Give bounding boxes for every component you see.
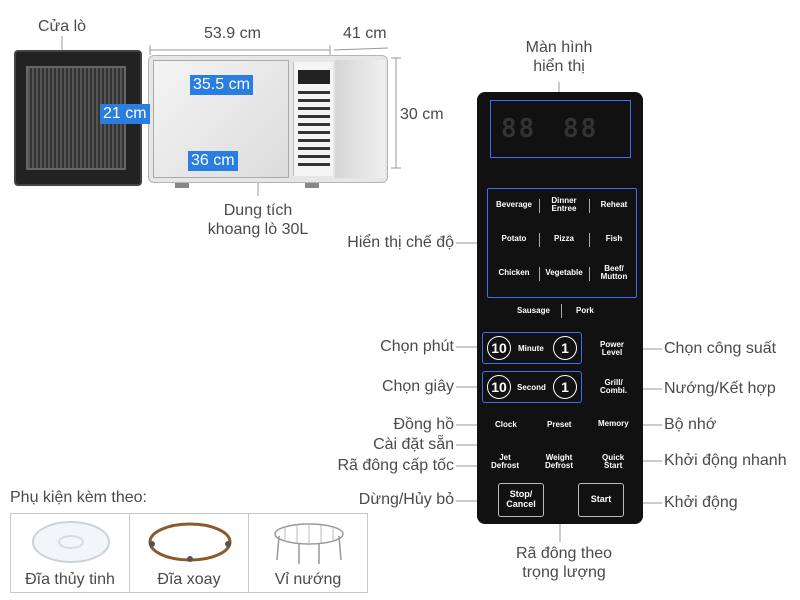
- pork-button[interactable]: Pork: [576, 306, 594, 315]
- jet-defrost-button[interactable]: Jet Defrost: [491, 453, 520, 471]
- memory-label: Bộ nhớ: [664, 416, 717, 433]
- height-dimension: 30 cm: [400, 106, 444, 123]
- select-second-label: Chọn giây: [381, 378, 454, 395]
- divider: [539, 267, 540, 281]
- preset-label: Cài đặt sẵn: [373, 436, 454, 453]
- divider: [589, 199, 590, 213]
- menu-item-fish[interactable]: Fish: [605, 234, 623, 243]
- width-dimension: 53.9 cm: [204, 25, 261, 42]
- glass-plate-label: Đĩa thủy tinh: [25, 571, 115, 588]
- select-minute-label: Chọn phút: [380, 338, 454, 355]
- display-digits-right: 88: [563, 114, 599, 144]
- divider: [539, 233, 540, 247]
- start-label: Khởi động: [664, 494, 738, 511]
- microwave-body: [148, 55, 388, 183]
- stop-cancel-button[interactable]: Stop/ Cancel: [498, 483, 544, 517]
- second-10-button[interactable]: 10: [487, 375, 511, 399]
- divider: [539, 199, 540, 213]
- minute-label: Minute: [518, 344, 544, 353]
- sausage-button[interactable]: Sausage: [517, 306, 550, 315]
- divider: [561, 304, 562, 318]
- led-display: 88 88: [490, 100, 631, 158]
- inner-height-tag: 21 cm: [100, 104, 150, 124]
- menu-item-reheat[interactable]: Reheat: [600, 200, 628, 209]
- menu-item-dinner-entree[interactable]: Dinner Entree: [551, 196, 577, 214]
- foot: [305, 183, 319, 188]
- mode-display-label: Hiển thị chế độ: [347, 234, 454, 251]
- display-label: Màn hình hiển thị: [500, 38, 618, 76]
- second-label: Second: [517, 383, 546, 392]
- menu-item-potato[interactable]: Potato: [501, 234, 527, 243]
- clock-button[interactable]: Clock: [495, 420, 517, 429]
- minute-selector: 10 Minute 1: [482, 332, 582, 364]
- foot: [175, 183, 189, 188]
- display-line-2: hiển thị: [533, 58, 585, 76]
- quick-start-button[interactable]: Quick Start: [602, 453, 625, 471]
- weight-defrost-label: Rã đông theo trọng lượng: [498, 544, 630, 582]
- power-level-button[interactable]: Power Level: [600, 340, 625, 358]
- menu-item-chicken[interactable]: Chicken: [498, 268, 530, 277]
- mini-display: [298, 70, 330, 84]
- memory-button[interactable]: Memory: [598, 419, 629, 428]
- capacity-line-1: Dung tích: [223, 202, 293, 219]
- depth-dimension: 41 cm: [343, 25, 387, 42]
- capacity-label: Dung tích khoang lò 30L: [188, 201, 328, 239]
- grill-rack-icon: [274, 523, 344, 564]
- minute-10-button[interactable]: 10: [487, 336, 511, 360]
- weight-defrost-line-2: trọng lượng: [522, 564, 606, 582]
- weight-defrost-line-1: Rã đông theo: [515, 545, 613, 562]
- microwave-side: [335, 60, 385, 178]
- second-1-button[interactable]: 1: [553, 375, 577, 399]
- accessories-title: Phụ kiện kèm theo:: [10, 489, 147, 506]
- quick-start-label: Khởi động nhanh: [664, 452, 787, 469]
- stop-cancel-label: Dừng/Hủy bỏ: [358, 491, 454, 508]
- accessory-grill-rack: Vỉ nướng: [248, 513, 368, 593]
- door-label: Cửa lò: [38, 18, 87, 35]
- inner-depth-tag: 36 cm: [188, 151, 238, 171]
- inner-width-tag: 35.5 cm: [190, 75, 253, 95]
- menu-item-beef-mutton[interactable]: Beef/ Mutton: [600, 264, 628, 282]
- menu-item-pizza[interactable]: Pizza: [553, 234, 574, 243]
- glass-plate-icon: [32, 521, 110, 563]
- jet-defrost-label: Rã đông cấp tốc: [337, 457, 454, 474]
- preset-button[interactable]: Preset: [547, 420, 572, 429]
- start-button[interactable]: Start: [578, 483, 624, 517]
- display-line-1: Màn hình: [525, 39, 593, 56]
- divider: [589, 267, 590, 281]
- grill-rack-label: Vỉ nướng: [274, 571, 342, 588]
- accessory-glass-plate: Đĩa thủy tinh: [10, 513, 130, 593]
- capacity-line-2: khoang lò 30L: [207, 221, 309, 239]
- divider: [589, 233, 590, 247]
- second-selector: 10 Second 1: [482, 371, 582, 403]
- display-digits-left: 88: [501, 114, 537, 144]
- accessory-roller-ring: Đĩa xoay: [129, 513, 249, 593]
- minute-1-button[interactable]: 1: [553, 336, 577, 360]
- mini-keypad: [298, 90, 330, 166]
- menu-item-beverage[interactable]: Beverage: [495, 200, 533, 209]
- weight-defrost-button[interactable]: Weight Defrost: [545, 453, 574, 471]
- grill-combi-button[interactable]: Grill/ Combi.: [600, 378, 628, 396]
- roller-ring-icon: [148, 522, 232, 562]
- roller-ring-label: Đĩa xoay: [157, 571, 221, 588]
- menu-item-vegetable[interactable]: Vegetable: [545, 268, 583, 277]
- clock-label: Đồng hồ: [393, 416, 455, 433]
- grill-combi-label: Nướng/Kết hợp: [664, 380, 776, 397]
- microwave-front-panel: [293, 62, 333, 176]
- power-select-label: Chọn công suất: [664, 340, 777, 357]
